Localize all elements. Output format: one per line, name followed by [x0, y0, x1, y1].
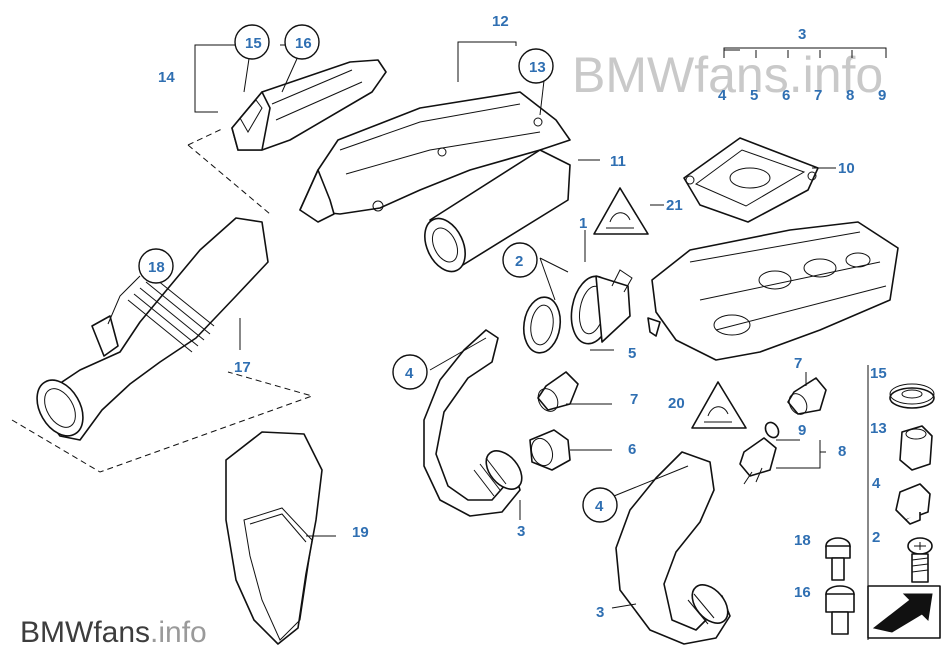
bracket-14 — [194, 44, 215, 113]
callout-circle-16a — [284, 24, 320, 60]
callout-5b: 5 — [750, 87, 758, 104]
part-4-bolt — [895, 483, 931, 525]
callout-1: 1 — [579, 215, 587, 232]
callout-circle-13a — [518, 48, 554, 84]
watermark-bottom: BMWfans.info — [20, 616, 207, 649]
callout-13b: 13 — [870, 420, 887, 437]
leader-4b — [613, 465, 689, 497]
part-3-intake-hose-b — [615, 451, 731, 645]
leader-4a — [429, 337, 487, 371]
callout-11: 11 — [610, 153, 626, 170]
dash-14-17 — [187, 127, 271, 215]
bracket-12 — [457, 41, 517, 82]
part-18-bolt — [825, 537, 851, 581]
callout-18a: 18 — [148, 259, 165, 276]
callout-circle-4a — [392, 354, 428, 390]
part-1-air-mass-meter — [570, 269, 633, 345]
callout-circle-4b — [582, 487, 618, 523]
watermark-top: BMWfans.info — [572, 47, 883, 103]
callout-8b: 8 — [846, 87, 854, 104]
watermark-brand: BMWfans — [20, 616, 150, 649]
callout-2b: 2 — [872, 529, 880, 546]
callout-14: 14 — [158, 69, 175, 86]
callout-5a: 5 — [628, 345, 636, 362]
part-20-label — [691, 381, 747, 429]
part-11-filter-element — [424, 149, 571, 273]
callout-17: 17 — [234, 359, 251, 376]
watermark-domain: .info — [150, 616, 207, 649]
callout-8a: 8 — [838, 443, 846, 460]
arrow-symbol — [867, 585, 941, 639]
part-13-spacer-nut — [899, 425, 933, 471]
callout-3c: 3 — [798, 26, 806, 43]
leader-18a — [107, 275, 141, 325]
callout-6a: 6 — [628, 441, 636, 458]
part-5-seal-ring — [522, 296, 562, 354]
part-2-screw — [907, 537, 933, 583]
part-7-grommet-a — [537, 371, 579, 412]
part-14-air-duct — [231, 59, 387, 151]
callout-12: 12 — [492, 13, 509, 30]
part-8-valve — [739, 437, 777, 485]
part-15-grommet — [889, 383, 935, 409]
callout-20: 20 — [668, 395, 685, 412]
leader-2 — [539, 257, 569, 301]
callout-15a: 15 — [245, 35, 262, 52]
callout-16a: 16 — [295, 35, 312, 52]
callout-7b: 7 — [794, 355, 802, 372]
callout-circle-15a — [234, 24, 270, 60]
bracket-3-ticks — [755, 50, 853, 58]
leader-3b — [611, 603, 637, 609]
cylinder-head-cover — [647, 221, 899, 361]
part-6-grommet — [529, 429, 571, 471]
callout-3b: 3 — [596, 604, 604, 621]
part-10-cover — [683, 137, 819, 223]
callout-18b: 18 — [794, 532, 811, 549]
bracket-3 — [723, 47, 887, 58]
callout-21: 21 — [666, 197, 683, 214]
part-17-intake-snorkel — [36, 217, 269, 441]
part-16-bolt — [825, 585, 855, 635]
part-9-o-ring — [764, 421, 780, 439]
callout-4c: 4 — [718, 87, 727, 104]
callout-15b: 15 — [870, 365, 887, 382]
callout-7c: 7 — [814, 87, 822, 104]
part-19-cover — [225, 431, 323, 645]
callout-circle-18a — [138, 248, 174, 284]
callout-3a: 3 — [517, 523, 525, 540]
callout-9a: 9 — [798, 422, 806, 439]
callout-4a: 4 — [405, 365, 414, 382]
callout-19: 19 — [352, 524, 369, 541]
callout-circle-2a — [502, 242, 538, 278]
part-3-intake-hose-a — [423, 329, 523, 517]
callout-16b: 16 — [794, 584, 811, 601]
part-12-silencer-housing — [299, 91, 571, 223]
part-7-grommet-b — [787, 377, 827, 415]
dash-17-19 — [11, 371, 314, 473]
callout-13a: 13 — [529, 59, 546, 76]
bracket-8 — [776, 439, 826, 469]
callout-4-right: 4 — [872, 475, 881, 492]
callout-6b: 6 — [782, 87, 790, 104]
part-21-label — [593, 187, 649, 235]
callout-4b: 4 — [595, 498, 604, 515]
callout-10: 10 — [838, 160, 855, 177]
callout-9b: 9 — [878, 87, 886, 104]
callout-7a: 7 — [630, 391, 638, 408]
callout-2a: 2 — [515, 253, 523, 270]
